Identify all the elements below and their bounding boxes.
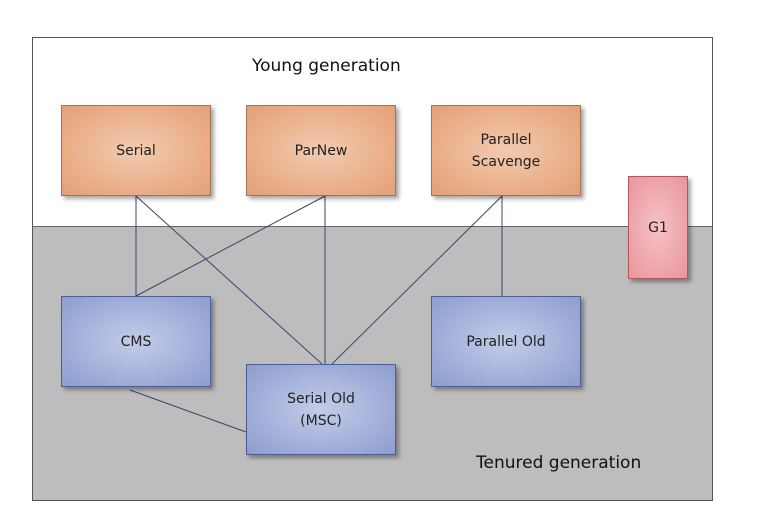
parnew-collector-box: ParNew xyxy=(246,105,396,196)
g1-collector-box: G1 xyxy=(628,176,688,279)
parallel-scavenge-collector-box: Parallel Scavenge xyxy=(431,105,581,196)
serial-collector-box: Serial xyxy=(61,105,211,196)
young-generation-label: Young generation xyxy=(252,56,401,76)
cms-collector-box: CMS xyxy=(61,296,211,387)
parallel-old-collector-box: Parallel Old xyxy=(431,296,581,387)
serial-old-collector-box: Serial Old (MSC) xyxy=(246,364,396,455)
tenured-generation-label: Tenured generation xyxy=(476,453,642,473)
